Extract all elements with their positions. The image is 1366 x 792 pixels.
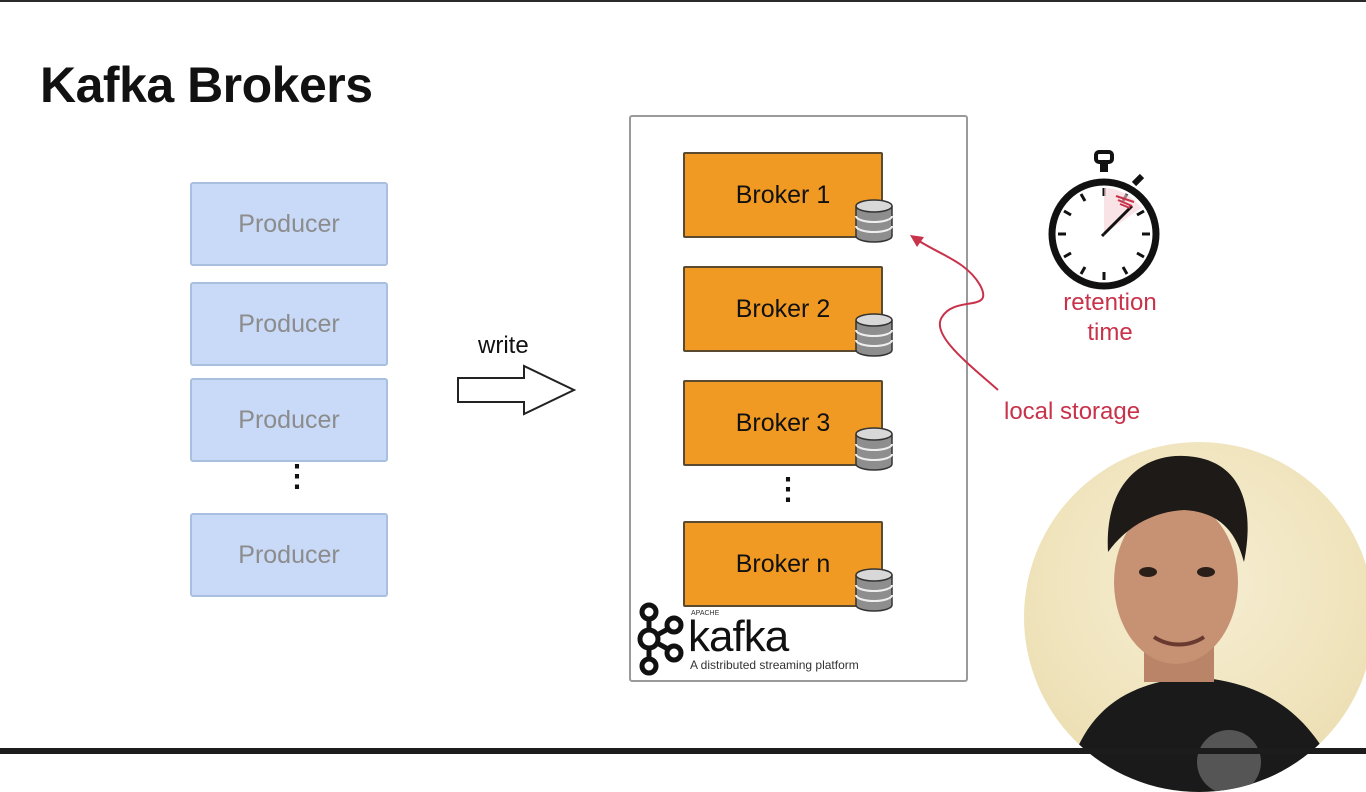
producer-ellipsis: ⋮: [282, 460, 312, 493]
broker-ellipsis: ⋮: [773, 473, 803, 506]
right-arrow-icon: [457, 364, 577, 416]
top-border: [0, 0, 1366, 2]
bottom-border: [0, 748, 1366, 754]
slide-title: Kafka Brokers: [40, 57, 373, 113]
broker-box: Broker 3: [683, 380, 883, 466]
logo-kafka-text: kafka: [688, 612, 789, 661]
write-label: write: [478, 332, 529, 359]
database-icon: [855, 199, 893, 243]
database-icon: [855, 427, 893, 471]
local-storage-label: local storage: [1004, 398, 1141, 425]
local-storage-arrow: [910, 235, 999, 391]
broker-box: Broker 1: [683, 152, 883, 238]
retention-time-label: retention time: [1063, 289, 1157, 346]
broker-box: Broker 2: [683, 266, 883, 352]
logo-tagline: A distributed streaming platform: [690, 658, 859, 672]
database-icon: [855, 568, 893, 612]
logo-apache-text: APACHE: [691, 610, 720, 617]
database-icon: [855, 313, 893, 357]
kafka-logo-icon: [637, 602, 684, 676]
presenter-webcam: [1024, 442, 1366, 792]
producer-box: Producer: [190, 513, 388, 597]
producer-box: Producer: [190, 282, 388, 366]
broker-box: Broker n: [683, 521, 883, 607]
producer-box: Producer: [190, 182, 388, 266]
stopwatch-icon: [1048, 150, 1160, 290]
producer-box: Producer: [190, 378, 388, 462]
presenter-silhouette: [1064, 455, 1344, 792]
